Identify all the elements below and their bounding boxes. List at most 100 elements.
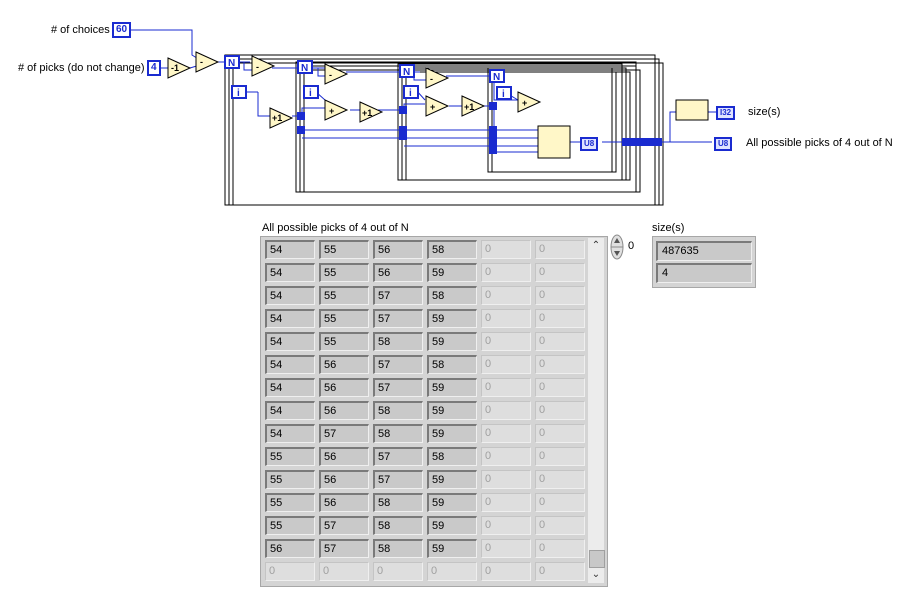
array-cell: 0 [481,470,531,489]
array-cell: 57 [373,447,423,466]
array-cell: 0 [481,562,531,581]
array-cell: 58 [373,332,423,351]
scroll-down-icon[interactable]: ⌄ [591,569,601,580]
array-cell: 55 [319,309,369,328]
svg-text:i: i [502,89,505,100]
sizes-terminal-label: size(s) [748,106,781,118]
array-cell: 56 [319,355,369,374]
array-size-node [675,99,709,121]
array-cell: 0 [535,539,585,558]
outer-loop-frame[interactable] [232,62,664,206]
array-cell: 0 [427,562,477,581]
array-cell: 0 [373,562,423,581]
array-cell: 0 [481,332,531,351]
array-cell: 59 [427,539,477,558]
array-cell: 0 [535,447,585,466]
scroll-thumb[interactable] [589,550,605,568]
svg-text:-: - [256,62,259,72]
svg-text:+: + [329,106,334,116]
sizes-cell: 487635 [656,241,752,261]
array-cell: 58 [373,401,423,420]
array-cell: 0 [481,286,531,305]
array-cell: 0 [481,401,531,420]
array-cell: 58 [373,424,423,443]
decrement-node [167,57,192,79]
array-cell: 57 [373,378,423,397]
picks-constant[interactable]: 4 [147,60,161,76]
array-cell: 54 [265,240,315,259]
array-index-value[interactable]: 0 [628,240,635,252]
array-cell: 57 [373,286,423,305]
array-cell: 55 [319,332,369,351]
array-index-control[interactable]: 0 [610,234,650,260]
array-cell: 0 [265,562,315,581]
svg-text:+1: +1 [272,113,282,123]
array-cell: 57 [373,470,423,489]
array-cell: 0 [481,539,531,558]
array-cell: 58 [373,539,423,558]
array-cell: 59 [427,401,477,420]
array-cell: 58 [427,447,477,466]
array-cell: 0 [481,263,531,282]
array-label: All possible picks of 4 out of N [262,222,409,234]
diagram-wires: N N N N i i i i -1 - - +1 - + +1 - + +1 … [131,29,716,206]
array-cell: 0 [481,424,531,443]
svg-text:+1: +1 [464,102,474,112]
array-cell: 59 [427,470,477,489]
sizes-array-indicator: 487635 4 [652,236,756,288]
array-cell: 57 [373,355,423,374]
array-cell: 0 [319,562,369,581]
svg-text:-: - [329,70,332,80]
array-cell: 54 [265,332,315,351]
array-cell: 57 [319,424,369,443]
array-cell: 55 [319,240,369,259]
array-cell: 0 [481,493,531,512]
array-cell: 58 [373,493,423,512]
array-cell: 54 [265,263,315,282]
array-cell: 58 [427,240,477,259]
second-loop-frame[interactable] [303,69,641,193]
result-indicator-terminal[interactable]: U8 [714,137,733,151]
svg-text:+: + [430,102,435,112]
array-cell: 57 [319,516,369,535]
array-cell: 55 [319,263,369,282]
array-cell: 0 [535,286,585,305]
block-diagram: N N N N i i i i -1 - - +1 - + +1 - + +1 … [0,0,900,210]
svg-text:-: - [200,57,203,67]
build-array-node [537,125,571,159]
array-cell: 55 [265,493,315,512]
svg-text:+: + [522,98,527,108]
array-cell: 54 [265,401,315,420]
u8-conversion-node[interactable]: U8 [580,137,599,151]
array-cell: 0 [481,355,531,374]
array-cell: 56 [319,401,369,420]
array-scrollbar[interactable]: ⌃ ⌄ [588,238,605,583]
sizes-label: size(s) [652,222,685,234]
sizes-cell: 4 [656,263,752,283]
array-cell: 56 [373,263,423,282]
array-cell: 0 [535,470,585,489]
array-cell: 0 [535,355,585,374]
index-stepper-icon[interactable] [610,234,624,260]
choices-constant[interactable]: 60 [112,22,132,38]
i-terminal-1: i [237,88,240,99]
scroll-up-icon[interactable]: ⌃ [591,240,601,251]
svg-text:-: - [430,74,433,84]
array-cell: 58 [373,516,423,535]
array-cell: 56 [373,240,423,259]
svg-text:i: i [409,88,412,99]
sizes-indicator-terminal[interactable]: I32 [716,106,736,120]
array-cell: 58 [427,286,477,305]
inner-loop-frame[interactable] [491,71,617,173]
array-cell: 0 [481,240,531,259]
array-cell: 0 [535,378,585,397]
array-cell: 0 [535,263,585,282]
choices-label: # of choices [51,24,110,36]
array-cell: 59 [427,332,477,351]
svg-text:+1: +1 [362,108,372,118]
array-cell: 55 [265,470,315,489]
array-cell: 55 [265,516,315,535]
array-cell: 0 [535,493,585,512]
array-cell: 54 [265,424,315,443]
third-loop-frame[interactable] [405,71,631,181]
